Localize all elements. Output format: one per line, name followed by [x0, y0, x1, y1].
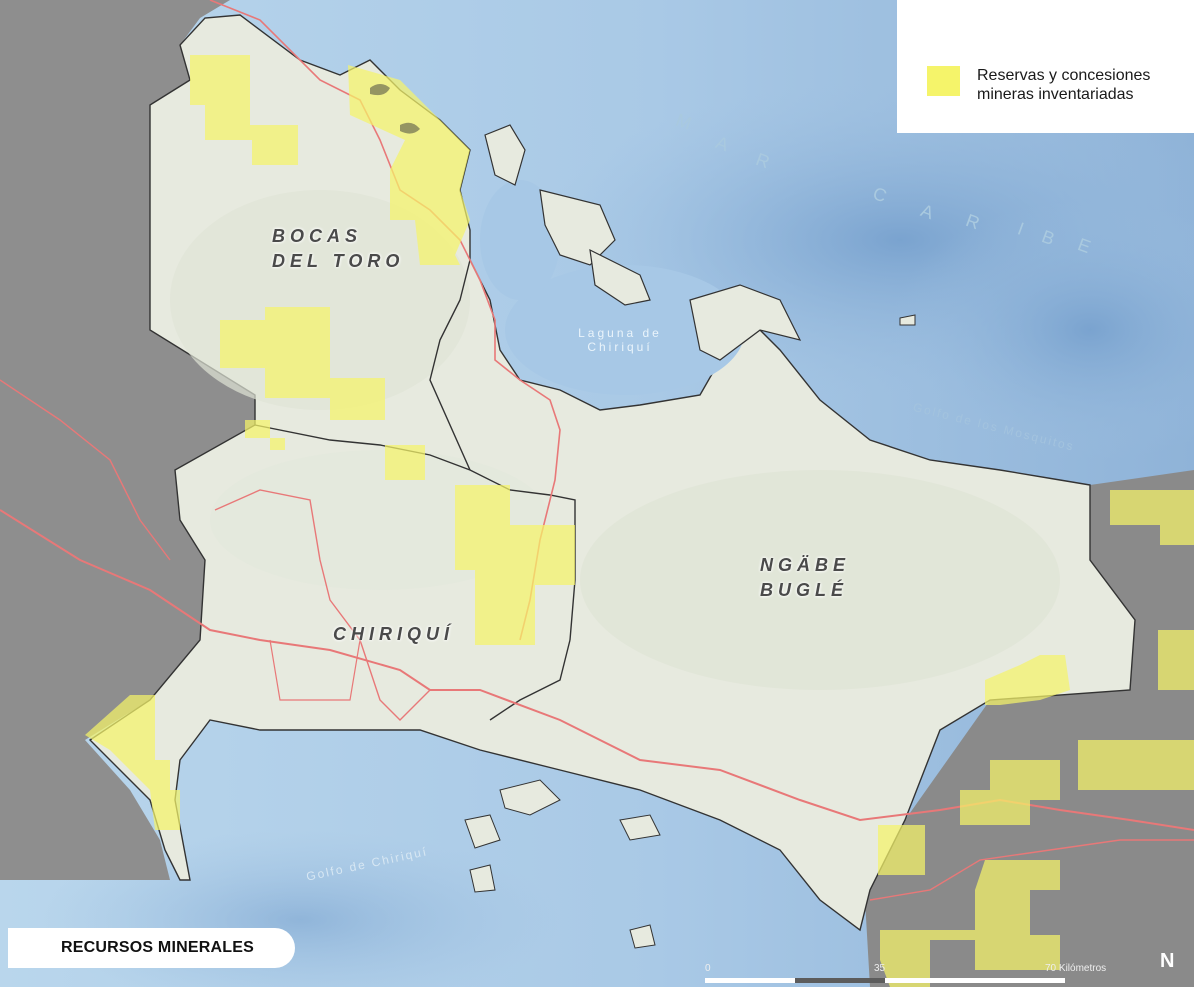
map-title-box: RECURSOS MINERALES: [8, 928, 295, 968]
concession-polygon[interactable]: [455, 485, 575, 645]
concession-polygon[interactable]: [985, 655, 1070, 705]
scale-bar-graphic: [705, 978, 1065, 983]
island-colon: [484, 124, 526, 186]
pacific-island-5: [629, 924, 656, 949]
map-title: RECURSOS MINERALES: [61, 939, 254, 956]
legend-label: Reservas y concesiones mineras inventari…: [977, 67, 1151, 103]
island-popa: [589, 248, 651, 306]
veraguas-land: [865, 470, 1194, 987]
concession-polygon[interactable]: [220, 307, 385, 420]
island-bastimentos: [539, 189, 616, 266]
road-chiriqui-inner: [269, 639, 361, 701]
concession-polygon[interactable]: [1110, 490, 1194, 545]
north-arrow-icon: N: [1160, 950, 1175, 972]
concession-polygon[interactable]: [245, 420, 285, 450]
road-west: [0, 379, 171, 561]
concession-polygon[interactable]: [878, 825, 925, 875]
border-bocas-ngabe: [429, 259, 471, 471]
region-label-chiriqui: CHIRIQUÍ: [333, 624, 454, 644]
laguna-label-line1: Laguna de: [578, 326, 662, 340]
region-label-line: DEL TORO: [272, 251, 405, 271]
laguna-chiriqui: [505, 265, 745, 395]
map-legend: Reservas y concesiones mineras inventari…: [897, 0, 1194, 133]
concession-polygon[interactable]: [85, 695, 180, 830]
concession-polygon[interactable]: [1078, 740, 1194, 790]
concession-polygon[interactable]: [960, 760, 1060, 825]
relief-ngabe: [580, 470, 1060, 690]
pacific-island-4: [469, 864, 496, 893]
costa-rica-land: [0, 0, 255, 880]
coastal-lake: [400, 122, 420, 134]
concession-polygon[interactable]: [880, 860, 1060, 987]
border-chiriqui-ngabe: [489, 639, 571, 721]
laguna-inlet: [480, 180, 560, 300]
region-label-bocas-del-toro: BOCAS DEL TORO: [272, 224, 404, 274]
concession-polygon[interactable]: [385, 445, 425, 480]
concession-layer: [85, 55, 1194, 987]
scale-label-mid: 35: [874, 963, 886, 974]
peninsula-valiente: [689, 284, 802, 361]
road-chiriqui-loop: [214, 489, 431, 721]
concession-polygon[interactable]: [190, 55, 298, 165]
coastal-lake: [370, 84, 390, 96]
region-label-line: BUGLÉ: [760, 580, 848, 600]
laguna-label: Laguna de Chiriquí: [560, 326, 680, 354]
concession-polygon[interactable]: [1158, 630, 1194, 690]
scale-label-start: 0: [705, 963, 711, 974]
region-label-ngabe-bugle: NGÄBE BUGLÉ: [760, 553, 850, 603]
concession-polygon[interactable]: [348, 65, 470, 265]
pacific-island-2: [464, 814, 501, 849]
road-east: [869, 839, 1194, 901]
laguna-label-line2: Chiriquí: [587, 340, 653, 354]
deep-sea-caribe-east: [890, 200, 1194, 460]
pacific-island-3: [619, 814, 661, 841]
island-small-1: [899, 314, 916, 326]
region-label-line: BOCAS: [272, 226, 363, 246]
legend-swatch-concessions: [927, 66, 960, 96]
scale-label-end: 70 Kilómetros: [1045, 963, 1107, 974]
region-label-line: NGÄBE: [760, 555, 851, 575]
pacific-island-1: [499, 779, 561, 816]
